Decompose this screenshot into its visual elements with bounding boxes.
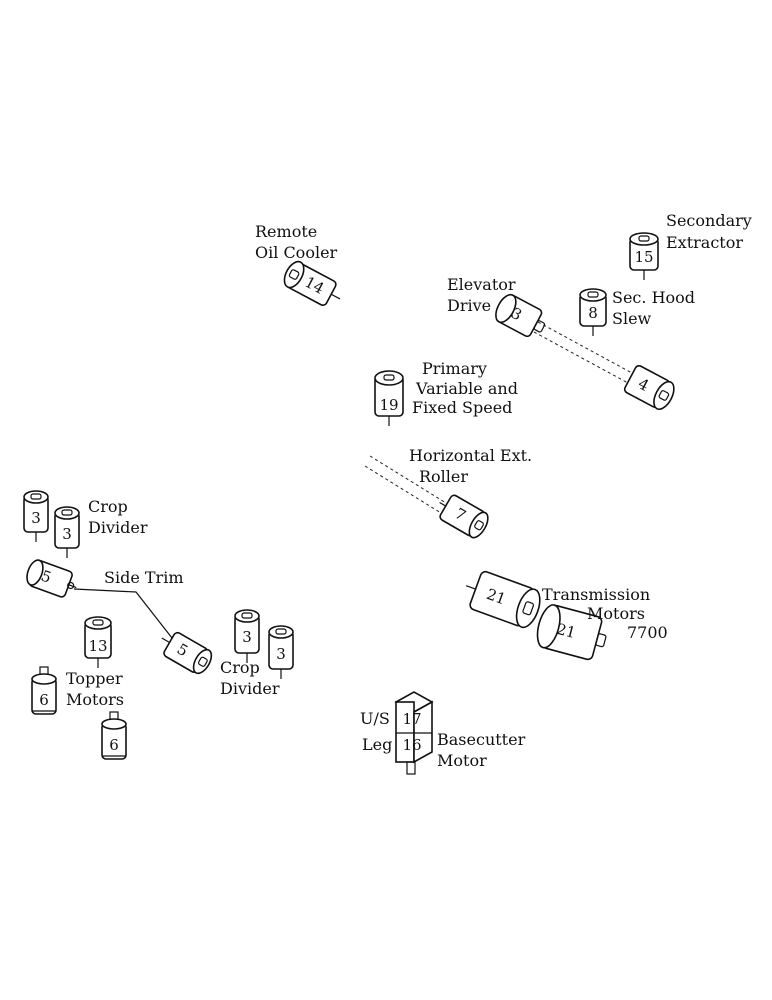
transmission-motor-a: 21 [465, 570, 541, 629]
label-primary: Primary [422, 359, 487, 378]
crop-divider-right-motor-b: 3 [268, 625, 294, 679]
elevator-drive-motor: 3 [495, 293, 546, 338]
label-7700: 7700 [627, 623, 668, 642]
motor-number-6-a: 6 [39, 691, 49, 709]
label-us: U/S [360, 709, 390, 728]
label-secondary: Secondary [666, 211, 752, 230]
horizontal-ext-roller-motor: 7 [439, 494, 489, 539]
motor-number-19: 19 [379, 396, 398, 414]
label-motors-transmission: Motors [587, 604, 645, 623]
label-topper: Topper [66, 669, 123, 688]
motor-number-6-b: 6 [109, 736, 119, 754]
label-leg: Leg [362, 735, 392, 754]
motor-number-3-crop-right-a: 3 [242, 628, 252, 646]
sec-hood-slew-motor: 8 [579, 288, 607, 336]
remote-oil-cooler-motor: 14 [283, 260, 341, 307]
motor-number-13: 13 [88, 637, 107, 655]
motor-number-17: 17 [402, 710, 421, 728]
label-horizontal-ext: Horizontal Ext. [409, 446, 532, 465]
elevator-drive-end-motor: 4 [623, 364, 675, 411]
motor-number-15: 15 [634, 248, 653, 266]
label-variable-and: Variable and [415, 379, 518, 398]
side-trim-motor-b: 5 [161, 631, 213, 675]
topper-motor-6-a: 6 [31, 666, 57, 715]
motor-number-21-a: 21 [484, 585, 508, 608]
label-crop-left: Crop [88, 497, 128, 516]
crop-divider-right-motor-a: 3 [234, 609, 260, 663]
motor-number-3-crop-right-b: 3 [276, 645, 286, 663]
motor-number-21-b: 21 [555, 620, 578, 642]
motor-number-3-crop-left-a: 3 [31, 509, 41, 527]
crop-divider-left-motor-a: 3 [23, 490, 49, 542]
label-roller: Roller [419, 467, 468, 486]
label-sec-hood: Sec. Hood [612, 288, 695, 307]
topper-motor-6-b: 6 [101, 711, 127, 760]
label-remote: Remote [255, 222, 317, 241]
motor-number-8: 8 [588, 304, 598, 322]
label-divider-right: Divider [220, 679, 280, 698]
side-trim-motor-a: 5 [26, 559, 77, 598]
motor-number-16: 16 [402, 736, 421, 754]
basecutter-motor: 17 16 [394, 691, 434, 775]
label-slew: Slew [612, 309, 652, 328]
label-transmission: Transmission [542, 585, 650, 604]
transmission-motor-b: 21 [536, 604, 607, 661]
label-crop-right: Crop [220, 658, 260, 677]
label-drive: Drive [447, 296, 491, 315]
label-basecutter: Basecutter [437, 730, 526, 749]
crop-divider-left-motor-b: 3 [54, 506, 80, 558]
label-elevator: Elevator [447, 275, 516, 294]
label-extractor: Extractor [666, 233, 743, 252]
label-motor-basecutter: Motor [437, 751, 487, 770]
label-divider-left: Divider [88, 518, 148, 537]
label-side-trim: Side Trim [104, 568, 183, 587]
topper-motor-13: 13 [84, 616, 112, 668]
label-motors-topper: Motors [66, 690, 124, 709]
label-fixed-speed: Fixed Speed [412, 398, 512, 417]
primary-extractor-motor: 19 [374, 370, 404, 426]
label-oil-cooler: Oil Cooler [255, 243, 338, 262]
secondary-extractor-motor: 15 [629, 232, 659, 280]
motor-number-3-crop-left-b: 3 [62, 525, 72, 543]
